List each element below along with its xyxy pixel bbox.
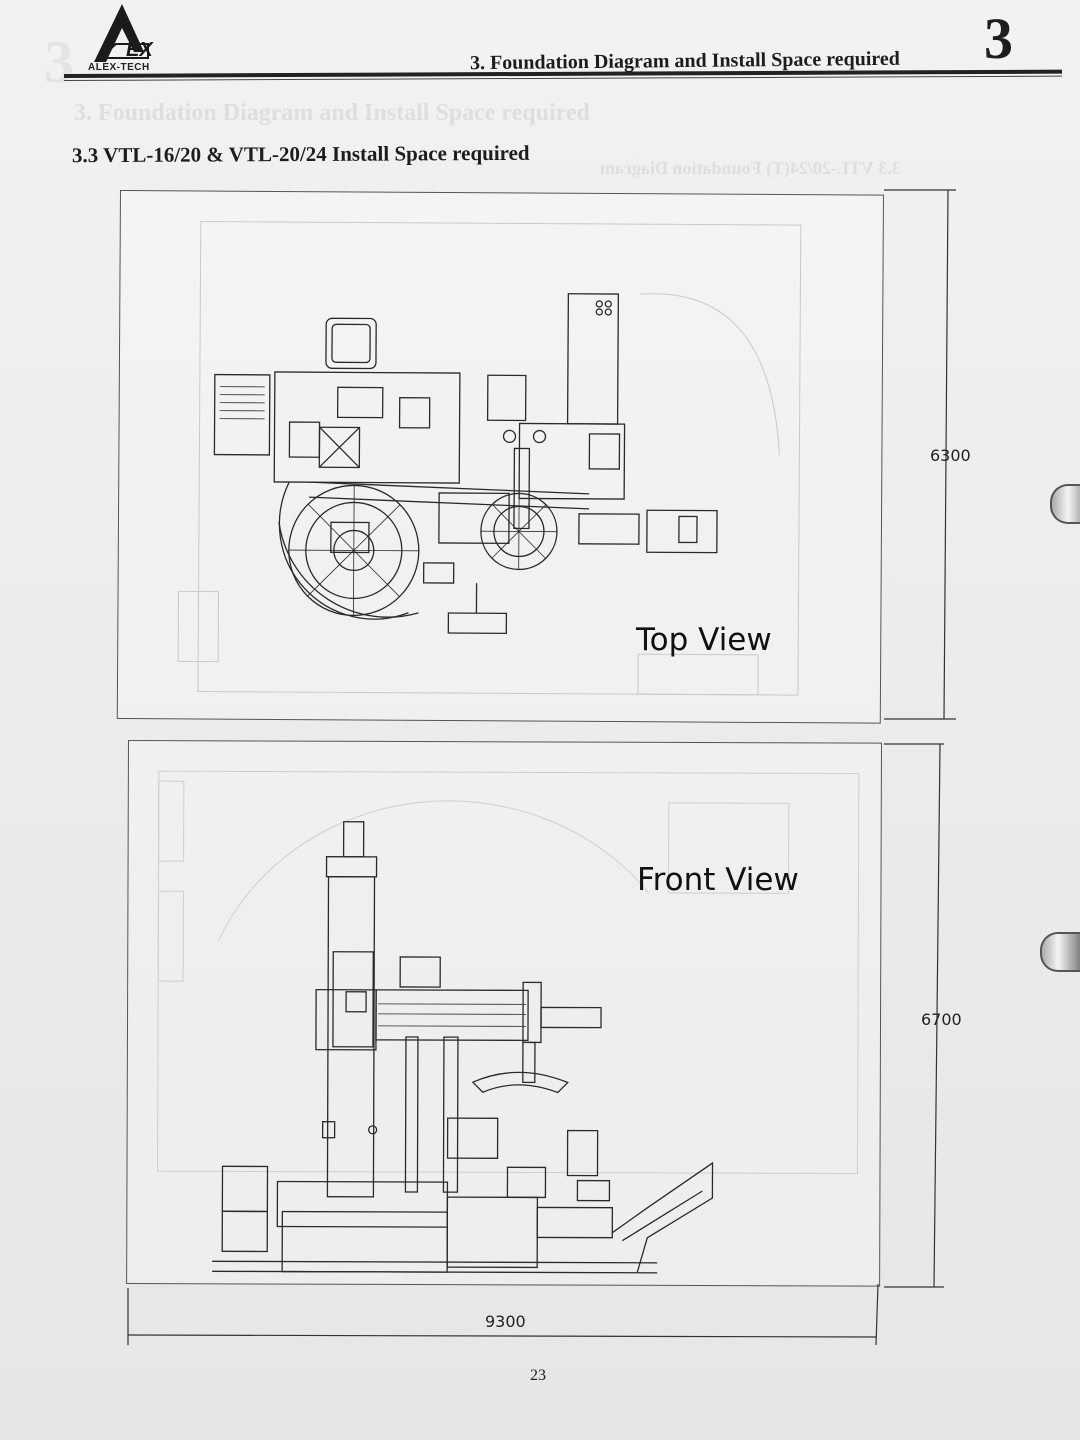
front-view-drawing bbox=[156, 770, 860, 1274]
dimension-front-height: 6700 bbox=[921, 1010, 962, 1029]
binder-ring bbox=[1050, 484, 1080, 524]
binder-ring bbox=[1040, 932, 1080, 972]
logo-text: ALEX-TECH bbox=[88, 62, 150, 73]
top-view-label: Top View bbox=[636, 622, 772, 658]
section-title: 3.3 VTL-16/20 & VTL-20/24 Install Space … bbox=[71, 140, 530, 168]
front-view-frame bbox=[126, 740, 882, 1287]
front-view-label: Front View bbox=[637, 862, 799, 898]
chapter-number: 3 bbox=[984, 6, 1013, 71]
dimension-overall-width: 9300 bbox=[485, 1312, 526, 1331]
svg-text:EX: EX bbox=[126, 39, 154, 61]
alex-tech-logo: EX bbox=[94, 4, 154, 62]
page-number: 23 bbox=[530, 1367, 546, 1384]
bleed-through-heading: 3. Foundation Diagram and Install Space … bbox=[74, 100, 590, 126]
bleed-through-subheading: 3.3 VTL-20/24(T) Foundation Diagram bbox=[600, 158, 901, 178]
bleed-through-number: 3 bbox=[44, 29, 74, 95]
top-view-frame bbox=[116, 190, 884, 724]
top-view-drawing bbox=[177, 220, 802, 696]
dimension-top-depth: 6300 bbox=[930, 446, 971, 465]
